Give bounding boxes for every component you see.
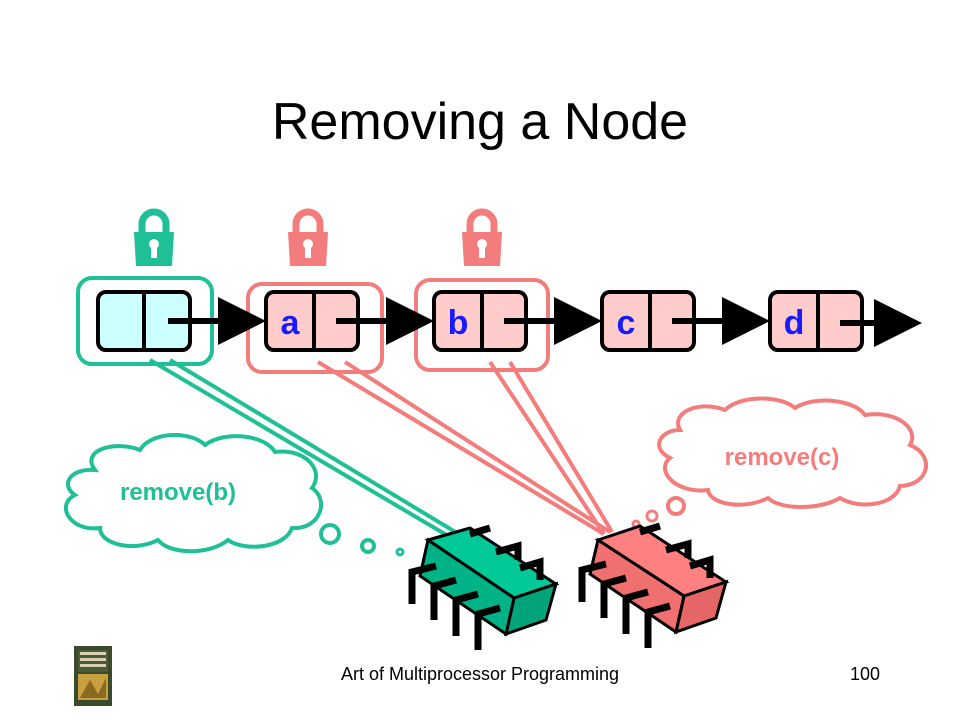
thought-text-remove-c: remove(c): [725, 444, 840, 471]
cpu-chip-icon: [408, 524, 560, 650]
lock-to-thread-lines: [148, 358, 614, 542]
slide-title: Removing a Node: [271, 93, 689, 151]
lock-icon: [462, 208, 502, 266]
footer-text: Art of Multiprocessor Programming: [340, 664, 620, 684]
node-label-b: b: [448, 304, 469, 342]
list-node-a: a: [264, 290, 360, 352]
thought-text-remove-b: remove(b): [120, 479, 236, 506]
cpu-chip-icon: [578, 522, 730, 648]
next-pointers: [168, 297, 922, 347]
book-cover-icon: [74, 646, 112, 706]
list-node-sentinel: [96, 290, 192, 352]
lock-icon: [134, 208, 174, 266]
node-label-d: d: [784, 304, 805, 342]
node-label-c: c: [617, 304, 636, 342]
node-label-a: a: [281, 304, 301, 342]
lock-icon: [288, 208, 328, 266]
thought-cloud-remove-b: remove(b): [63, 433, 405, 557]
slide-number: 100: [850, 664, 881, 684]
thought-cloud-remove-c: remove(c): [631, 396, 928, 529]
list-node-d: d: [768, 290, 864, 352]
